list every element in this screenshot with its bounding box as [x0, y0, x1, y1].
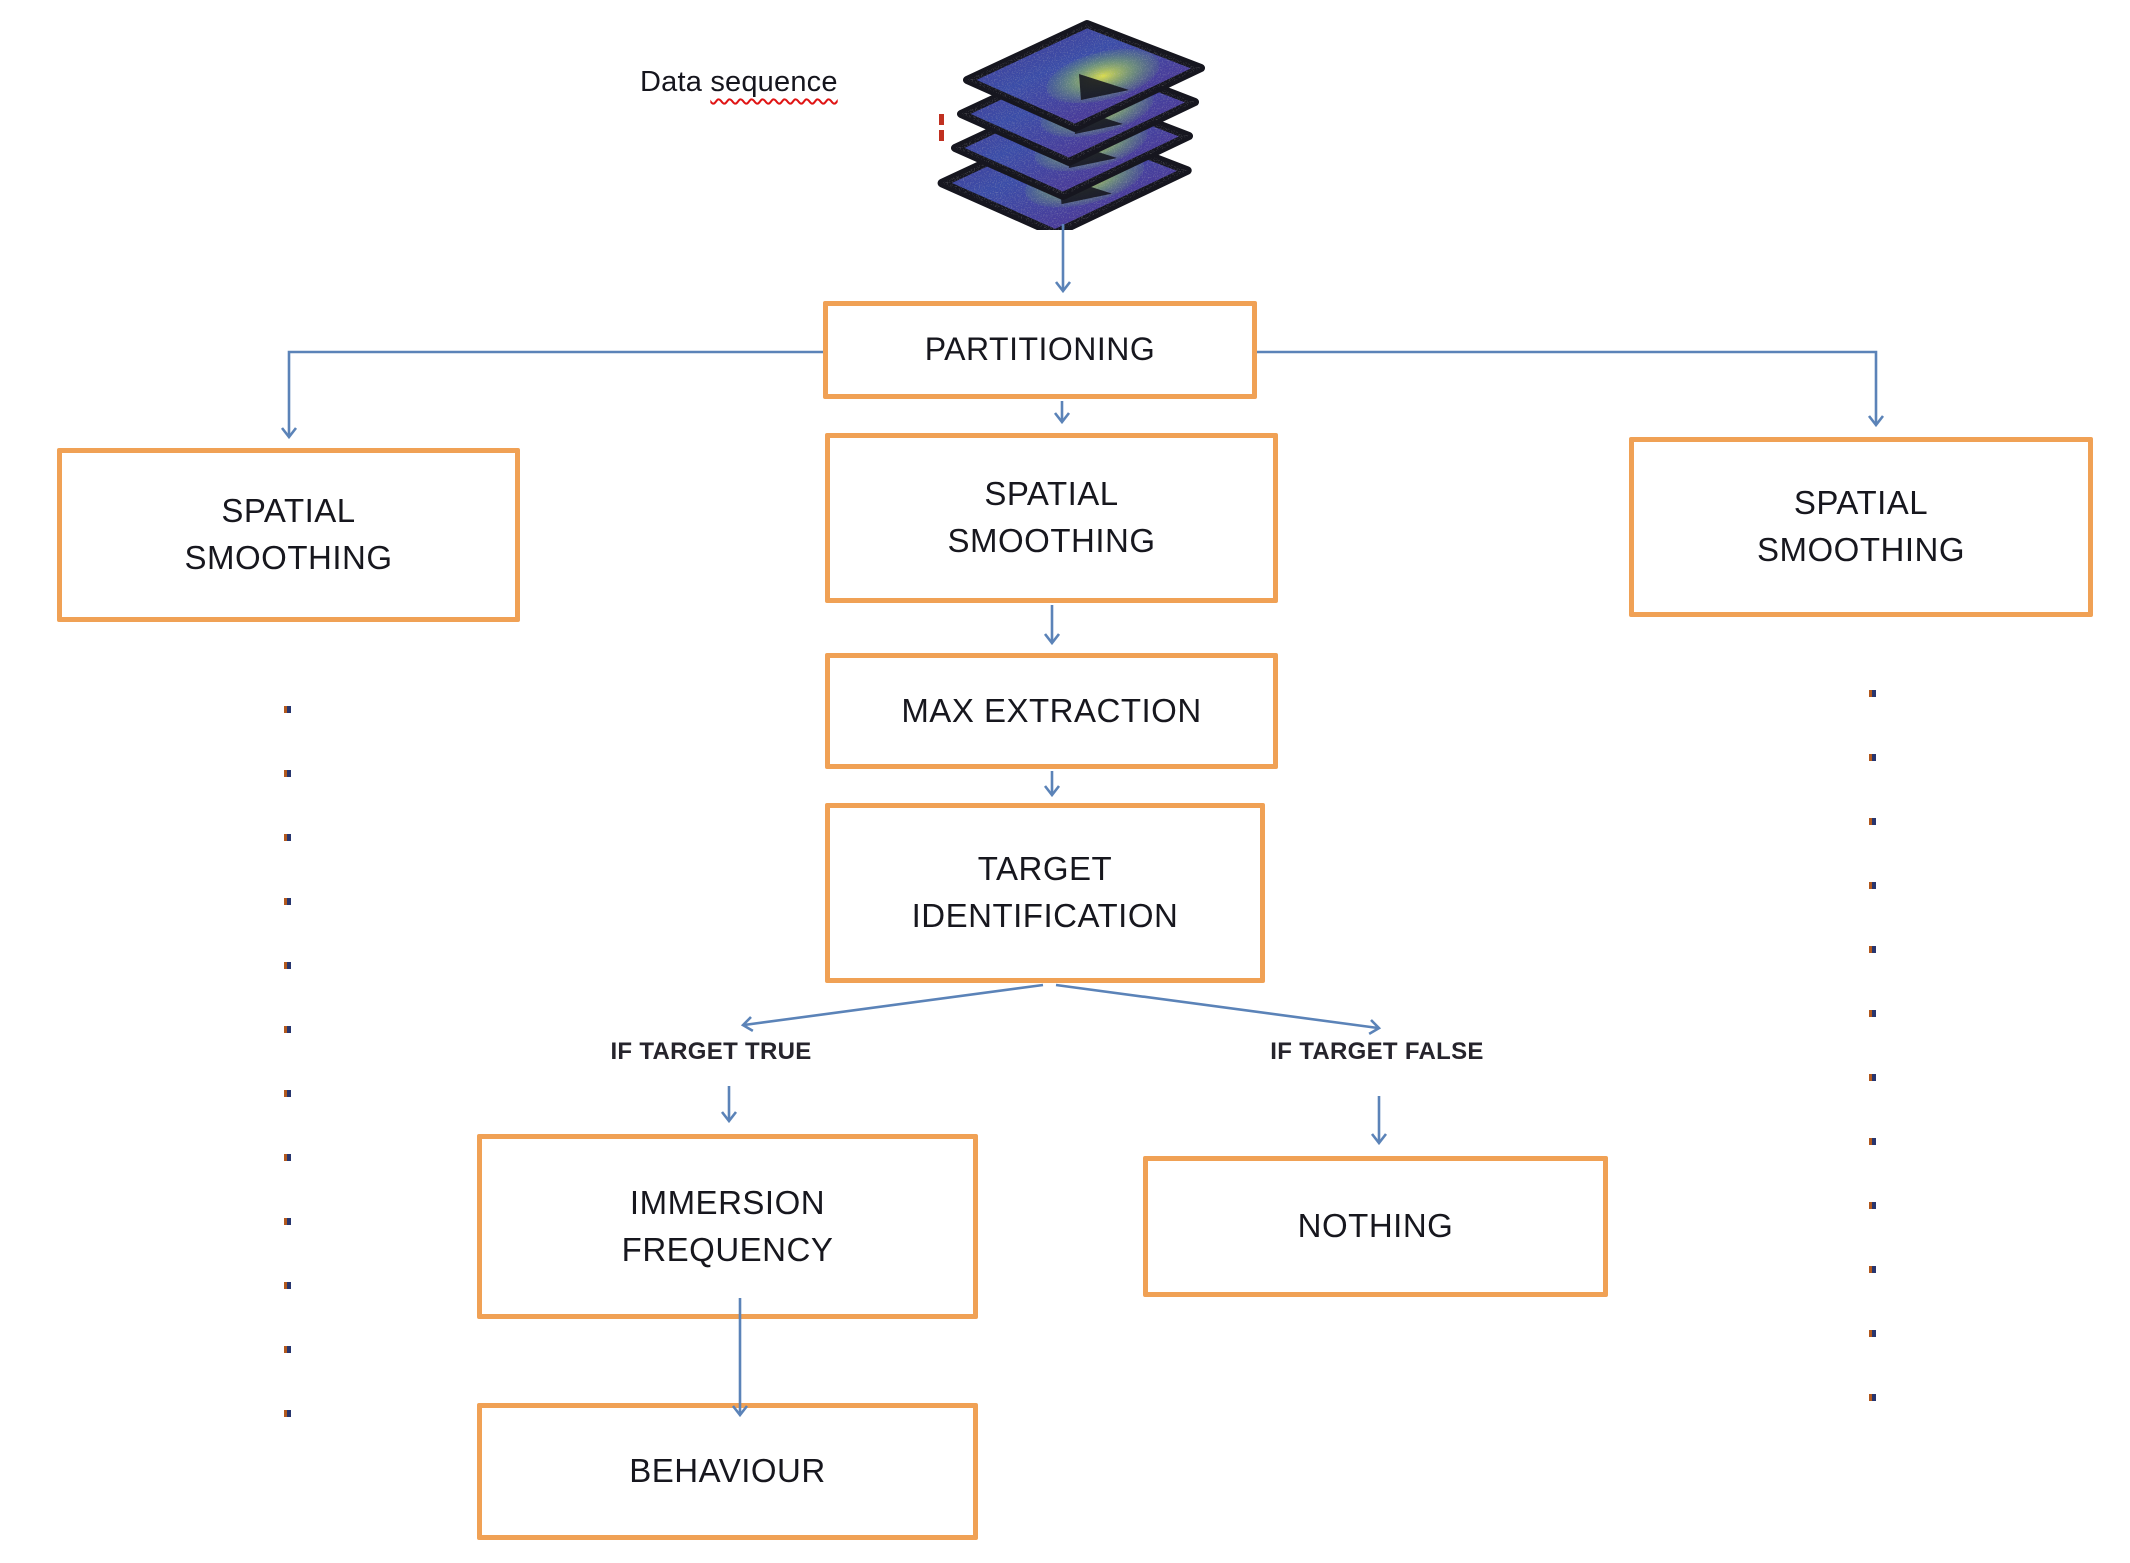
node-label: SPATIAL: [221, 492, 356, 530]
node-partitioning: PARTITIONING: [823, 301, 1257, 399]
node-label: SPATIAL: [984, 475, 1119, 513]
node-label: FREQUENCY: [621, 1230, 834, 1268]
ellipsis-dots-left: [284, 706, 291, 1418]
connector-partitioning-to-left: [280, 350, 823, 440]
node-label: NOTHING: [1297, 1207, 1454, 1245]
node-spatial-smoothing-center: SPATIAL SMOOTHING: [825, 433, 1278, 603]
node-spatial-smoothing-left: SPATIAL SMOOTHING: [57, 448, 520, 622]
data-sequence-label: Data sequence: [640, 66, 838, 99]
node-label: IMMERSION: [629, 1183, 826, 1221]
node-label: SMOOTHING: [184, 539, 393, 576]
connector-partitioning-to-right: [1257, 350, 1885, 428]
node-behaviour: BEHAVIOUR: [477, 1403, 978, 1540]
connector-target-to-true: [740, 983, 1044, 1033]
node-label: PARTITIONING: [924, 331, 1156, 368]
branch-label-if-target-true: IF TARGET TRUE: [610, 1038, 812, 1065]
sequence-word: sequence: [710, 66, 838, 98]
node-max-extraction: MAX EXTRACTION: [825, 653, 1278, 769]
node-label: SPATIAL: [1793, 484, 1929, 522]
axis-mark: [939, 130, 944, 141]
node-label: IDENTIFICATION: [911, 897, 1179, 934]
node-label: SMOOTHING: [947, 522, 1156, 559]
node-immersion-frequency: IMMERSION FREQUENCY: [477, 1134, 978, 1319]
data-sequence-stack-icon: [933, 18, 1205, 230]
node-label: MAX EXTRACTION: [901, 691, 1202, 729]
branch-label-if-target-false: IF TARGET FALSE: [1270, 1038, 1484, 1065]
node-target-identification: TARGET IDENTIFICATION: [825, 803, 1265, 983]
node-nothing: NOTHING: [1143, 1156, 1608, 1297]
connector-target-to-false: [1055, 983, 1382, 1036]
node-label: BEHAVIOUR: [629, 1452, 826, 1490]
node-label: TARGET: [977, 850, 1113, 888]
ellipsis-dots-right: [1869, 690, 1876, 1402]
node-spatial-smoothing-right: SPATIAL SMOOTHING: [1629, 437, 2093, 617]
axis-mark: [939, 114, 944, 125]
data-word: Data: [640, 66, 703, 98]
node-label: SMOOTHING: [1757, 531, 1965, 568]
